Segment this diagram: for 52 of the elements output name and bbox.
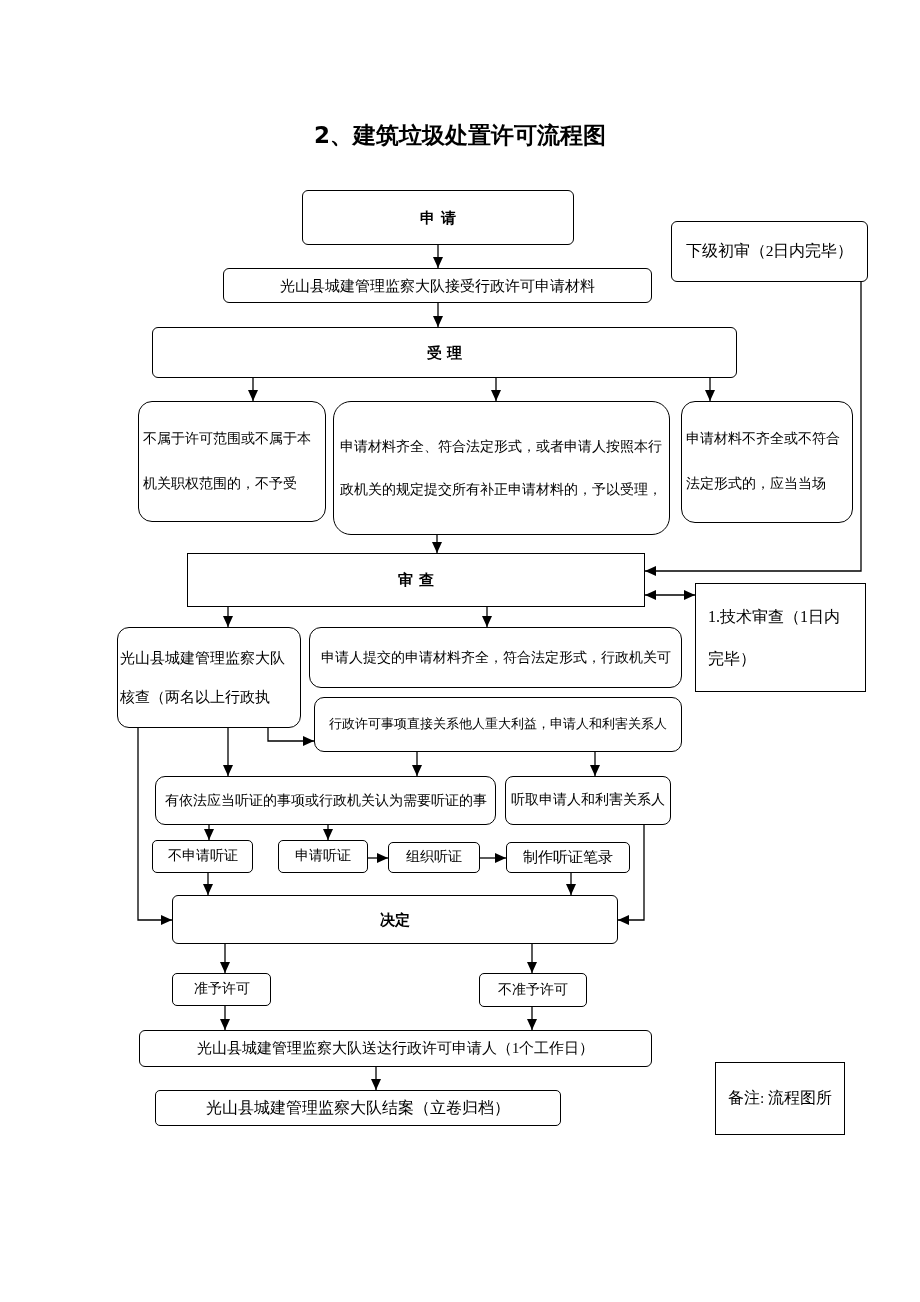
process-box: 下级初审（2日内完毕）	[671, 221, 868, 282]
process-box: 光山县城建管理监察大队接受行政许可申请材料	[223, 268, 652, 303]
process-box: 光山县城建管理监察大队送达行政许可申请人（1个工作日）	[139, 1030, 652, 1067]
arrow	[203, 872, 213, 896]
arrow	[705, 377, 715, 402]
arrow	[590, 751, 600, 777]
arrow	[220, 943, 230, 974]
arrow	[137, 727, 173, 925]
arrow	[644, 590, 696, 600]
process-box: 光山县城建管理监察大队结案（立卷归档）	[155, 1090, 561, 1126]
arrow	[491, 377, 501, 402]
arrow	[527, 943, 537, 974]
note-box: 备注: 流程图所	[715, 1062, 845, 1135]
arrow	[482, 606, 492, 628]
arrow	[432, 534, 442, 554]
process-box: 行政许可事项直接关系他人重大利益，申请人和利害关系人	[314, 697, 682, 752]
process-box: 申请人提交的申请材料齐全，符合法定形式，行政机关可	[309, 627, 682, 688]
arrow	[223, 727, 233, 777]
process-box: 制作听证笔录	[506, 842, 630, 873]
process-box: 有依法应当听证的事项或行政机关认为需要听证的事	[155, 776, 496, 825]
process-box: 不准予许可	[479, 973, 587, 1007]
arrow	[566, 872, 576, 896]
process-box: 审 查	[187, 553, 645, 607]
arrow	[223, 606, 233, 628]
process-box: 申请材料齐全、符合法定形式，或者申请人按照本行政机关的规定提交所有补正申请材料的，予以受理，	[333, 401, 670, 535]
arrow	[479, 853, 507, 863]
arrow	[644, 281, 862, 576]
arrow	[433, 244, 443, 269]
arrow	[367, 853, 389, 863]
process-box: 申 请	[302, 190, 574, 245]
arrow	[220, 1005, 230, 1031]
arrow	[323, 824, 333, 841]
arrow	[617, 824, 645, 925]
arrow	[412, 751, 422, 777]
process-box: 不申请听证	[152, 840, 253, 873]
process-box: 听取申请人和利害关系人	[505, 776, 671, 825]
process-box: 申请听证	[278, 840, 368, 873]
arrow	[204, 824, 214, 841]
process-box: 组织听证	[388, 842, 480, 873]
arrow	[248, 377, 258, 402]
arrow	[527, 1006, 537, 1031]
process-box: 受 理	[152, 327, 737, 378]
arrow	[267, 727, 315, 746]
process-box: 决定	[172, 895, 618, 944]
process-box: 准予许可	[172, 973, 271, 1006]
arrow	[371, 1066, 381, 1091]
process-box: 1.技术审查（1日内完毕）	[695, 583, 866, 692]
title: 2、建筑垃圾处置许可流程图	[313, 121, 607, 150]
process-box: 不属于许可范围或不属于本机关职权范围的，不予受	[138, 401, 326, 522]
process-box: 光山县城建管理监察大队核查（两名以上行政执	[117, 627, 301, 728]
arrow	[433, 302, 443, 328]
process-box: 申请材料不齐全或不符合法定形式的，应当当场	[681, 401, 853, 523]
